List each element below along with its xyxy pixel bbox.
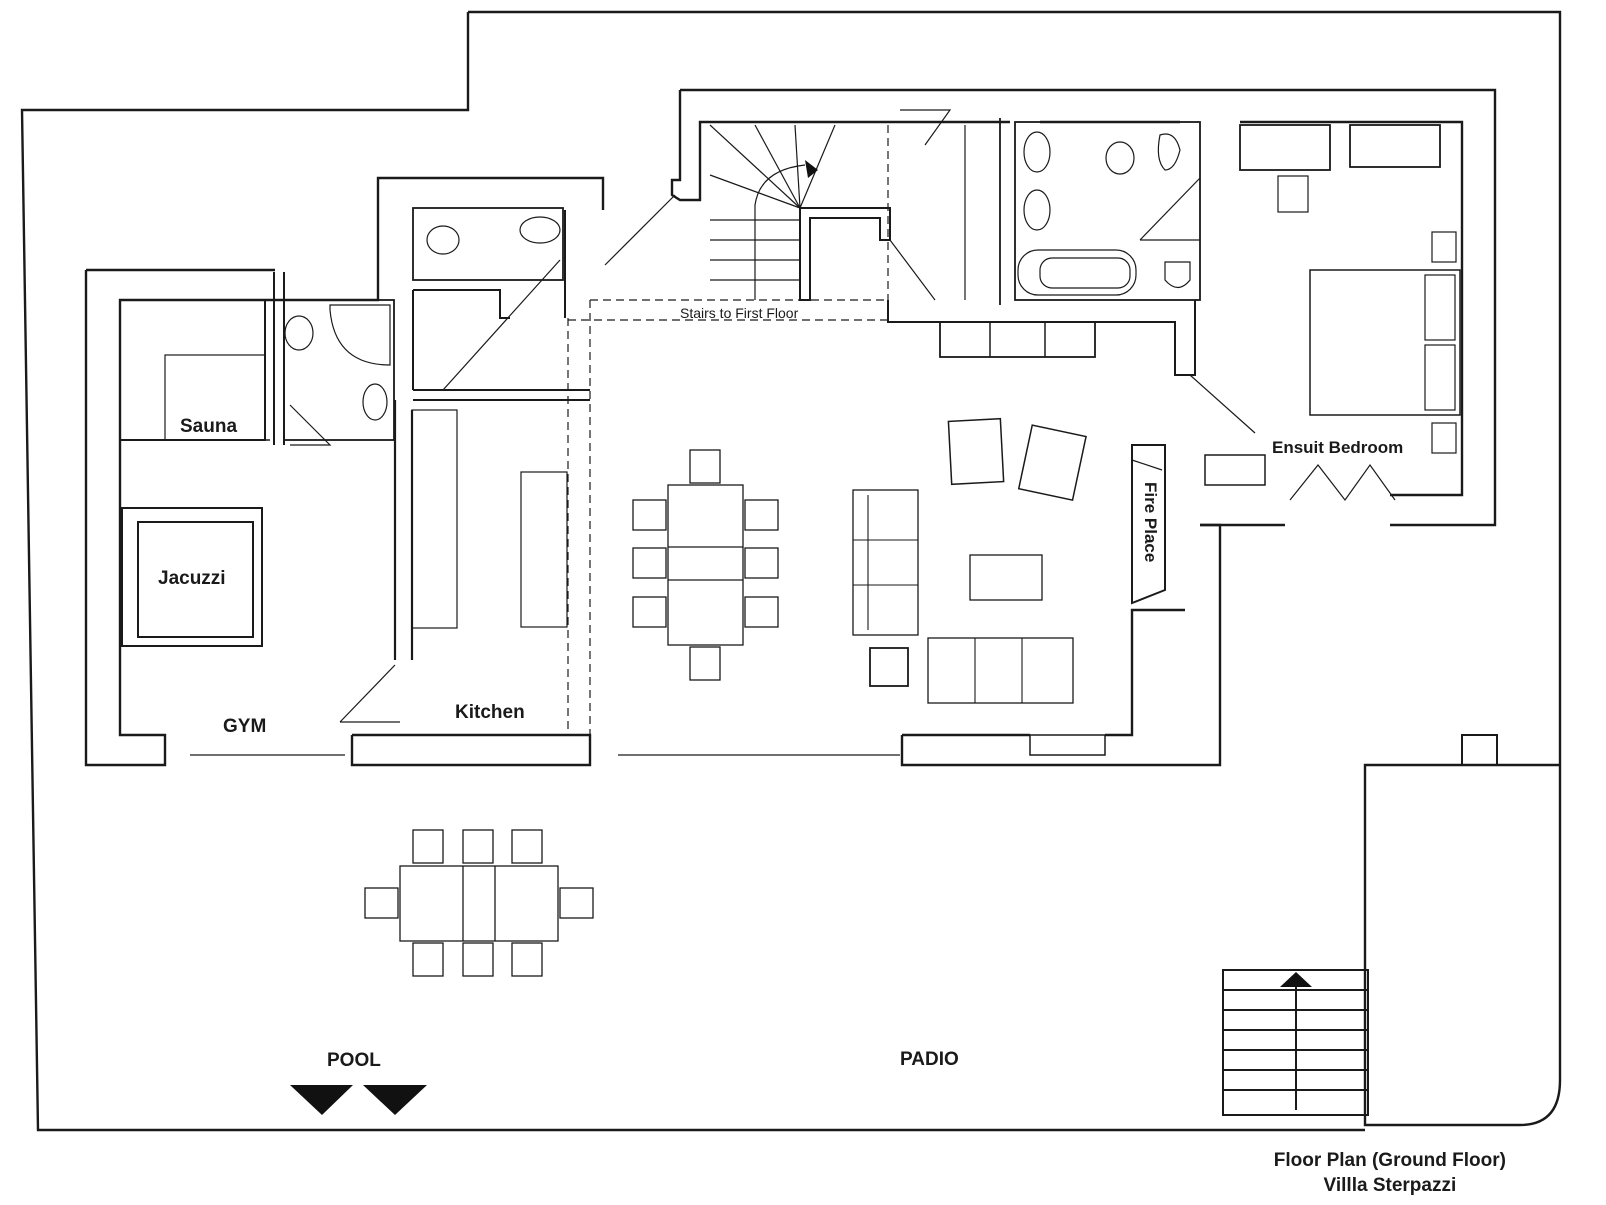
bedroom-tv-unit — [1204, 454, 1266, 486]
label-stairs: Stairs to First Floor — [680, 305, 799, 321]
pool-down-triangle-icon — [290, 1085, 353, 1115]
kitchen-island — [520, 471, 568, 628]
master-bathroom — [1014, 121, 1201, 301]
dresser — [1349, 124, 1441, 168]
armchair — [1017, 424, 1087, 501]
fireplace — [1131, 444, 1166, 605]
room-label-ensuite-bedroom: Ensuit Bedroom — [1272, 438, 1404, 457]
stair-up-arrow-icon — [1280, 972, 1312, 987]
nightstand — [1431, 231, 1457, 263]
site-boundary-left — [20, 12, 1215, 1132]
kitchen-counter — [411, 409, 458, 629]
room-label-jacuzzi: Jacuzzi — [158, 568, 226, 589]
room-label-sauna: Sauna — [180, 416, 238, 437]
sofa-bottom — [927, 637, 1074, 704]
area-label-patio: PADIO — [900, 1049, 959, 1070]
site-boundary — [468, 10, 1562, 1127]
jacuzzi-outer — [121, 507, 263, 647]
desk — [1239, 124, 1331, 171]
room-label-kitchen: Kitchen — [455, 702, 525, 723]
bifold-door — [1289, 463, 1396, 502]
living-south-wall — [350, 733, 592, 767]
staircase — [709, 124, 836, 300]
exterior-steps — [1222, 969, 1369, 1116]
patio-dining-set — [364, 829, 594, 977]
plan-title: Floor Plan (Ground Floor) — [1273, 1150, 1506, 1171]
pool-down-triangle-icon — [363, 1085, 427, 1115]
side-table — [869, 647, 909, 687]
dining-set — [632, 449, 779, 681]
kitchen-wc — [412, 207, 564, 281]
area-label-pool: POOL — [327, 1050, 381, 1071]
sofa-left — [852, 489, 919, 636]
gym-bathroom — [283, 299, 395, 441]
plan-subtitle: Villla Sterpazzi — [1323, 1175, 1457, 1196]
jacuzzi-inner — [137, 521, 254, 638]
bed — [1309, 269, 1461, 416]
armchair — [947, 417, 1005, 486]
plan-caption: Floor Plan (Ground Floor) Villla Sterpaz… — [1274, 1148, 1506, 1198]
north-wall — [680, 88, 1497, 527]
curved-arrow-icon — [805, 160, 818, 178]
desk-chair — [1277, 175, 1309, 213]
nightstand — [1431, 422, 1457, 454]
gym-outer-wall — [84, 176, 605, 767]
label-fireplace: Fire Place — [1141, 482, 1160, 563]
coffee-table — [969, 554, 1043, 601]
room-label-gym: GYM — [223, 716, 267, 737]
